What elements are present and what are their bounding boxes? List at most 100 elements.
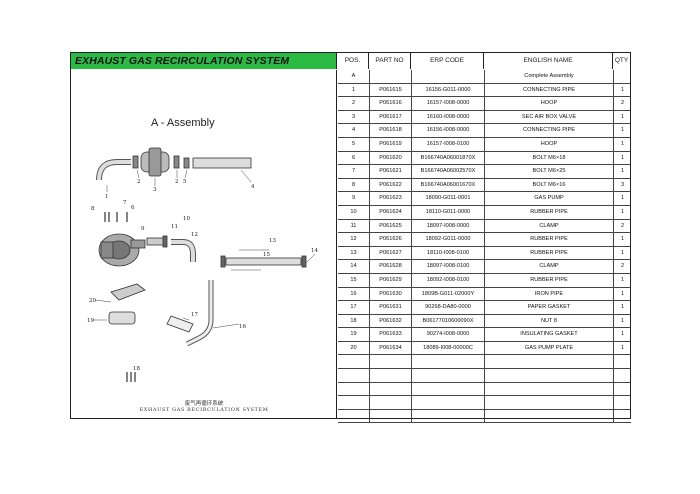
cell-part: P061633 xyxy=(370,328,412,341)
rubber-pipe-15 xyxy=(225,257,302,266)
table-header: EXHAUST GAS RECIRCULATION SYSTEM POS. PA… xyxy=(71,53,630,69)
caption-english: EXHAUST GAS RECIRCULATION SYSTEM xyxy=(139,407,269,413)
cell-qty: 2 xyxy=(620,100,625,107)
table-row xyxy=(338,396,631,410)
callout-20: 20 xyxy=(89,298,96,304)
paper-gasket-17 xyxy=(166,315,194,333)
callout-5: 5 xyxy=(183,179,187,185)
cell-english: INSULATING GASKET xyxy=(485,328,614,341)
cell-part: P061625 xyxy=(370,219,412,233)
cell-pos: 15 xyxy=(338,273,370,287)
callout-2a: 2 xyxy=(137,179,141,185)
table-row xyxy=(338,409,631,424)
callout-1: 1 xyxy=(105,194,109,200)
cell-english: HOOP xyxy=(485,137,614,151)
callout-9: 9 xyxy=(141,226,145,232)
clamp-14a xyxy=(220,255,226,268)
callout-11: 11 xyxy=(171,224,178,230)
cell-part xyxy=(370,70,412,83)
cell-pos: 19 xyxy=(338,328,370,341)
cell-erp xyxy=(412,70,485,83)
cell-erp: 90268-DA80-0000 xyxy=(412,301,485,314)
cell-pos: 16 xyxy=(338,287,370,301)
col-pos-header: POS. xyxy=(337,53,369,69)
cell-erp: 16157-I008-0000 xyxy=(412,97,485,110)
cell-english: HOOP xyxy=(485,97,614,110)
cell-pos xyxy=(338,369,370,382)
cell-qty: 2 xyxy=(620,222,625,229)
rubber-pipe-10 xyxy=(146,237,166,246)
clamp-14b xyxy=(301,255,307,268)
cell-english: IRON PIPE xyxy=(485,287,614,301)
cell-pos xyxy=(338,409,370,423)
hoop-5 xyxy=(183,157,190,169)
cell-qty: 1 xyxy=(620,154,625,161)
cell-part: P061615 xyxy=(370,83,412,97)
callout-4: 4 xyxy=(251,184,255,190)
cell-erp: B06177010600090X xyxy=(412,314,485,328)
cell-part xyxy=(370,369,412,382)
cell-part: P061616 xyxy=(370,97,412,110)
cell-english: BOLT M6×25 xyxy=(485,165,614,178)
cell-english: PAPER GASKET xyxy=(485,301,614,314)
cell-english xyxy=(485,382,614,396)
cell-english xyxy=(485,409,614,423)
cell-qty: 1 xyxy=(620,195,625,202)
cell-part: P061627 xyxy=(370,246,412,260)
cell-pos: 2 xyxy=(338,97,370,110)
cell-english xyxy=(485,355,614,369)
callout-8: 8 xyxy=(91,206,95,212)
cell-erp: 18090-G011-0001 xyxy=(412,192,485,205)
cell-english: CLAMP xyxy=(485,219,614,233)
cell-erp: 16156-G011-0000 xyxy=(412,83,485,97)
cell-pos: 20 xyxy=(338,341,370,355)
cell-part: P061634 xyxy=(370,341,412,355)
parts-sheet: EXHAUST GAS RECIRCULATION SYSTEM POS. PA… xyxy=(70,52,631,424)
cell-erp xyxy=(412,369,485,382)
nut-18 xyxy=(126,372,136,382)
cell-pos: 7 xyxy=(338,165,370,178)
callout-18: 18 xyxy=(133,366,140,372)
cell-erp: 18097-I008-0100 xyxy=(412,260,485,273)
cell-erp xyxy=(412,396,485,409)
callout-6: 6 xyxy=(131,205,135,211)
caption-chinese: 废气再循环系统 xyxy=(184,401,224,407)
cell-part: P061624 xyxy=(370,205,412,219)
cell-erp xyxy=(412,355,485,369)
cell-qty: 1 xyxy=(620,344,625,351)
cell-english xyxy=(485,369,614,382)
cell-pos xyxy=(338,396,370,409)
cell-qty: 1 xyxy=(620,127,625,134)
cell-pos: 1 xyxy=(338,83,370,97)
diagram-svg: 1 2 3 2 5 4 6 7 8 9 10 11 12 13 14 15 16… xyxy=(87,147,318,382)
cell-pos: 10 xyxy=(338,205,370,219)
cell-english: RUBBER PIPE xyxy=(485,233,614,246)
cell-pos: 11 xyxy=(338,219,370,233)
cell-erp: 18092-I008-0100 xyxy=(412,273,485,287)
cell-english: BOLT M6×16 xyxy=(485,178,614,192)
cell-qty: 1 xyxy=(620,290,625,297)
hoop-2a xyxy=(132,155,139,169)
table-row xyxy=(338,382,631,397)
cell-english: RUBBER PIPE xyxy=(485,273,614,287)
sheet-title: EXHAUST GAS RECIRCULATION SYSTEM xyxy=(71,53,337,69)
col-part-header: PART NO xyxy=(369,53,411,69)
callout-14: 14 xyxy=(311,248,318,254)
bolts-6-7-8 xyxy=(104,212,128,222)
gas-pump-plate-20 xyxy=(110,283,146,301)
cell-qty: 1 xyxy=(620,113,625,120)
callout-7: 7 xyxy=(123,200,127,206)
cell-english: RUBBER PIPE xyxy=(485,246,614,260)
table-row xyxy=(338,355,631,370)
cell-erp: B166740A06001670X xyxy=(412,178,485,192)
cell-part: P061629 xyxy=(370,273,412,287)
